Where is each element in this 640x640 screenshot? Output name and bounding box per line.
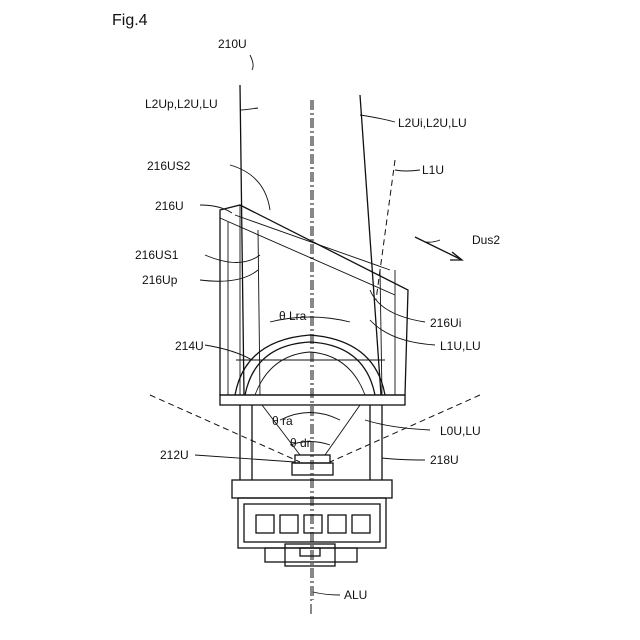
leader-dus2: [425, 240, 440, 242]
label-l2up: L2Up,L2U,LU: [145, 97, 218, 111]
leader-212U: [195, 455, 295, 462]
label-dus2: Dus2: [472, 233, 500, 247]
leader-216US2: [230, 165, 270, 210]
lens-214U: [235, 317, 385, 395]
label-214U: 214U: [175, 339, 204, 353]
light-line-left: [240, 85, 244, 395]
leader-l2ui: [360, 115, 395, 122]
leader-214U: [205, 345, 252, 360]
label-l1ulu: L1U,LU: [440, 339, 481, 353]
label-theta-ra: θ ra: [272, 414, 293, 428]
label-216U: 216U: [155, 199, 184, 213]
label-l1u: L1U: [422, 163, 444, 177]
label-216Up: 216Up: [142, 273, 178, 287]
figure-title: Fig.4: [112, 12, 148, 29]
leader-l1ulu: [370, 320, 435, 345]
label-theta-lra: θ Lra: [279, 309, 307, 323]
leader-216Up: [200, 270, 258, 281]
label-alu: ALU: [344, 588, 367, 602]
label-l0ulu: L0U,LU: [440, 424, 481, 438]
light-line-right: [360, 95, 381, 395]
label-216Ui: 216Ui: [430, 316, 461, 330]
leader-216Ui: [370, 290, 425, 322]
label-218U: 218U: [430, 453, 459, 467]
dus2-arrowhead: [450, 252, 462, 260]
label-216US2: 216US2: [147, 159, 191, 173]
leader-l2up: [240, 108, 258, 110]
leader-210U: [250, 55, 253, 70]
label-216US1: 216US1: [135, 248, 179, 262]
leader-alu: [313, 592, 340, 595]
base-assembly: [232, 480, 392, 566]
label-theta-dr: θ dr: [290, 436, 311, 450]
leader-216US1: [205, 255, 260, 263]
leader-216U: [200, 205, 232, 213]
leader-218U: [382, 458, 425, 460]
label-212U: 212U: [160, 448, 189, 462]
leader-l1u: [395, 170, 420, 171]
prism-216U: [220, 205, 408, 395]
label-l2ui: L2Ui,L2U,LU: [398, 116, 467, 130]
label-210U: 210U: [218, 37, 247, 51]
